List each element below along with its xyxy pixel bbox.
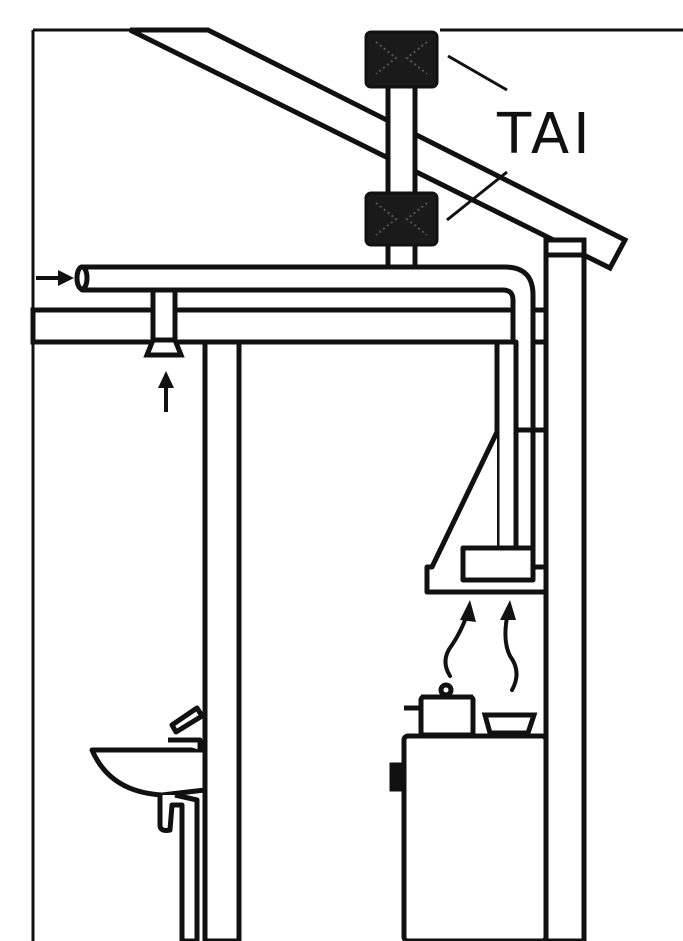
outdoor-air-inlet-arrow bbox=[36, 270, 74, 286]
steam-arrow-left bbox=[443, 610, 470, 678]
ceiling bbox=[30, 307, 549, 345]
label-leader-lines bbox=[446, 54, 508, 222]
frame bbox=[31, 28, 683, 941]
steam-arrow-right bbox=[503, 610, 519, 692]
partition-wall bbox=[202, 339, 242, 941]
stove bbox=[389, 733, 549, 941]
washbasin bbox=[89, 705, 208, 941]
pan bbox=[481, 712, 538, 736]
pot bbox=[404, 682, 476, 738]
steam-arrowheads bbox=[460, 600, 516, 622]
roof bbox=[128, 27, 629, 272]
kitchen-hood bbox=[424, 339, 549, 595]
steam-arrows bbox=[443, 610, 519, 692]
upper-silencer bbox=[364, 30, 439, 89]
tai-label: TAI bbox=[496, 102, 594, 167]
exterior-wall bbox=[543, 237, 587, 941]
exhaust-valve bbox=[143, 287, 185, 358]
valve-airflow-arrow bbox=[158, 371, 174, 412]
lower-silencer bbox=[364, 191, 439, 247]
